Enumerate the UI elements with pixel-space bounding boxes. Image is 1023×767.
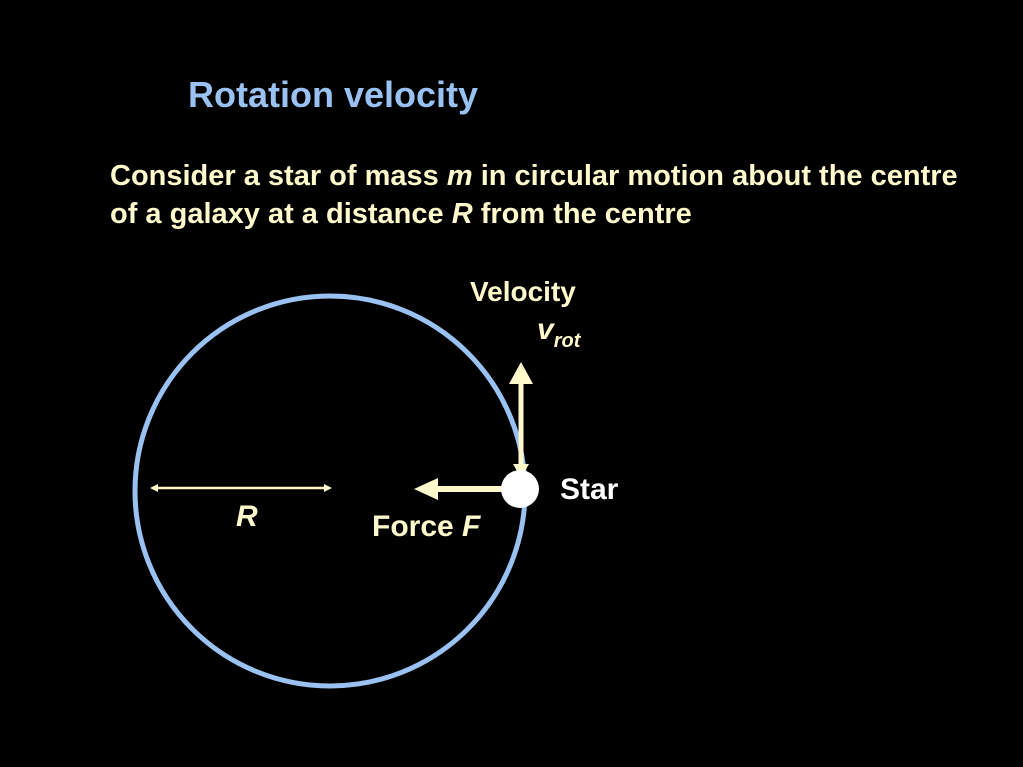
intro-part-3: from the centre (472, 198, 692, 230)
mass-symbol: m (446, 160, 473, 192)
velocity-label: Velocity (470, 276, 576, 307)
distance-symbol: R (451, 198, 473, 230)
force-label: Force F (372, 510, 480, 544)
page-title: Rotation velocity (188, 74, 479, 115)
vrot-subscript: rot (553, 330, 581, 352)
intro-part-1: Consider a star of mass (110, 160, 447, 192)
star-label: Star (560, 473, 619, 506)
radius-label: R (236, 500, 258, 533)
force-arrow (414, 478, 503, 500)
vrot-symbol: v (537, 313, 554, 346)
star-dot (501, 470, 539, 508)
force-symbol: F (462, 510, 481, 543)
intro-paragraph: Consider a star of mass m in circular mo… (110, 157, 970, 233)
force-word: Force (372, 510, 454, 543)
intro-part-2: in circular motion about the centre of a… (110, 160, 958, 230)
vrot-label: vrot (537, 313, 580, 353)
